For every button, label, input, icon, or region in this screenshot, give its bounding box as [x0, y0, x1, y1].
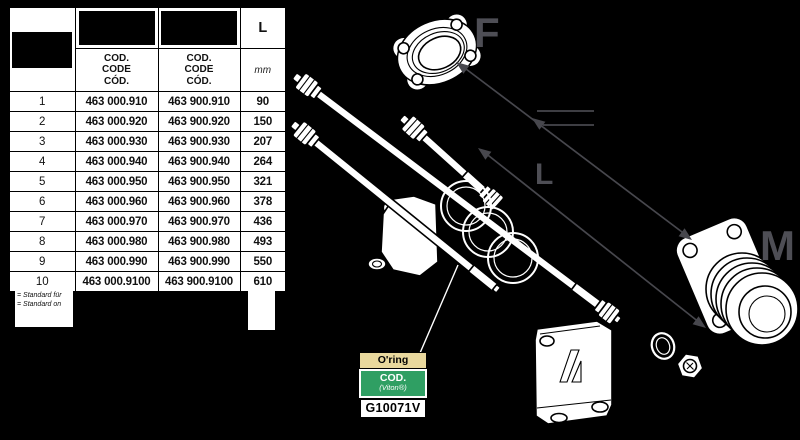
brand-logo-mark — [559, 349, 582, 383]
tie-rod-long — [292, 72, 622, 325]
material-label: (Viton®) — [379, 383, 407, 392]
code-b-cell: 463 900.940 — [157, 151, 241, 172]
code-b-cell: 463 900.980 — [157, 231, 241, 252]
length-dimension-arrow — [478, 148, 706, 328]
row-number-cell: 7 — [8, 211, 76, 232]
code-b-cell: 463 900.960 — [157, 191, 241, 212]
row-number-cell: 4 — [8, 151, 76, 172]
code-a-cell: 463 000.980 — [74, 231, 159, 252]
header-cod-a: COD. CODE CÓD. — [74, 48, 159, 92]
length-cell: 436 — [239, 211, 287, 232]
note-line: = Standard für — [17, 292, 62, 299]
header-position-redacted — [8, 6, 76, 92]
header-unit: mm — [239, 48, 287, 92]
label-length-l: L — [535, 158, 553, 191]
code-b-cell: 463 900.9100 — [157, 271, 241, 293]
flange-male-drawing — [675, 216, 799, 346]
row-number-cell: 6 — [8, 191, 76, 212]
standard-note-box: = Standard für = Standard on — [15, 288, 73, 327]
oring-code: G10071V — [359, 397, 427, 419]
oring-callout-title: O'ring — [359, 352, 427, 369]
code-a-cell: 463 000.960 — [74, 191, 159, 212]
redacted-box — [12, 31, 73, 68]
row-number-cell: 9 — [8, 251, 76, 272]
small-oring-drawing — [650, 332, 676, 360]
callout-leader-line — [419, 264, 459, 354]
length-cell: 378 — [239, 191, 287, 212]
code-b-cell: 463 900.910 — [157, 91, 241, 112]
redacted-box — [161, 11, 237, 45]
length-cell: 321 — [239, 171, 287, 192]
row-number-cell: 1 — [8, 91, 76, 112]
tie-rod-medium — [290, 120, 501, 294]
row-number-cell: 5 — [8, 171, 76, 192]
header-length: L — [239, 6, 287, 49]
code-b-cell: 463 900.950 — [157, 171, 241, 192]
blank-white-box — [248, 290, 275, 330]
assembly-axis-arrow — [456, 62, 692, 240]
oring-callout: O'ring COD. (Viton®) G10071V — [359, 352, 427, 419]
hex-nut-drawing — [676, 352, 704, 380]
code-a-cell: 463 000.9100 — [74, 271, 159, 293]
cod-label: COD. — [379, 372, 407, 384]
length-cell: 550 — [239, 251, 287, 272]
code-a-cell: 463 000.970 — [74, 211, 159, 232]
code-b-cell: 463 900.930 — [157, 131, 241, 152]
length-cell: 90 — [239, 91, 287, 112]
length-cell: 493 — [239, 231, 287, 252]
oring-set-drawing — [440, 180, 539, 284]
code-a-cell: 463 000.930 — [74, 131, 159, 152]
oring-callout-cod: COD. (Viton®) — [359, 369, 427, 398]
code-a-cell: 463 000.910 — [74, 91, 159, 112]
flange-female-drawing — [391, 12, 483, 92]
redacted-box — [78, 11, 155, 45]
code-a-cell: 463 000.990 — [74, 251, 159, 272]
code-b-cell: 463 900.920 — [157, 111, 241, 132]
note-line: = Standard on — [17, 300, 62, 308]
length-cell: 610 — [239, 271, 287, 293]
length-cell: 264 — [239, 151, 287, 172]
row-number-cell: 8 — [8, 231, 76, 252]
code-b-cell: 463 900.970 — [157, 211, 241, 232]
length-cell: 207 — [239, 131, 287, 152]
label-flange-m: M — [760, 222, 795, 269]
row-number-cell: 10 — [8, 271, 76, 293]
length-cell: 150 — [239, 111, 287, 132]
lower-bracket-drawing — [534, 320, 613, 425]
code-a-cell: 463 000.920 — [74, 111, 159, 132]
header-series-b-redacted — [157, 6, 241, 49]
code-b-cell: 463 900.990 — [157, 251, 241, 272]
header-series-a-redacted — [74, 6, 159, 49]
row-number-cell: 2 — [8, 111, 76, 132]
row-number-cell: 3 — [8, 131, 76, 152]
code-a-cell: 463 000.950 — [74, 171, 159, 192]
header-cod-b: COD. CODE CÓD. — [157, 48, 241, 92]
label-flange-f: F — [474, 9, 500, 56]
code-a-cell: 463 000.940 — [74, 151, 159, 172]
